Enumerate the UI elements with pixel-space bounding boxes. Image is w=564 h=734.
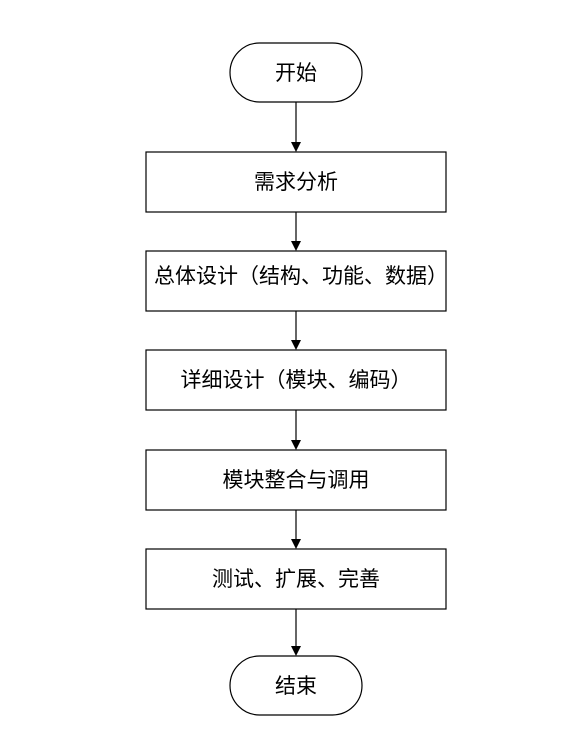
arrowhead-step-2	[291, 241, 301, 251]
end-node-shape	[229, 655, 363, 716]
end-node-label: 结束	[275, 673, 317, 698]
step-label-4: 模块整合与调用	[222, 468, 370, 492]
step-label-3: 详细设计（模块、编码）	[180, 368, 412, 392]
arrowhead-end	[291, 646, 301, 656]
step-label-5: 测试、扩展、完善	[212, 567, 380, 591]
step-node-shape-2	[145, 250, 447, 312]
step-label-1: 需求分析	[254, 170, 338, 194]
arrowhead-step-1	[291, 142, 301, 152]
arrowhead-step-4	[291, 440, 301, 450]
arrowhead-step-3	[291, 340, 301, 350]
step-node-shape-1	[145, 151, 447, 213]
step-label-2: 总体设计（结构、功能、数据）	[154, 264, 448, 288]
start-node-label: 开始	[275, 60, 317, 85]
step-node-shape-5	[145, 548, 447, 610]
step-node-shape-4	[145, 449, 447, 511]
arrowhead-step-5	[291, 539, 301, 549]
